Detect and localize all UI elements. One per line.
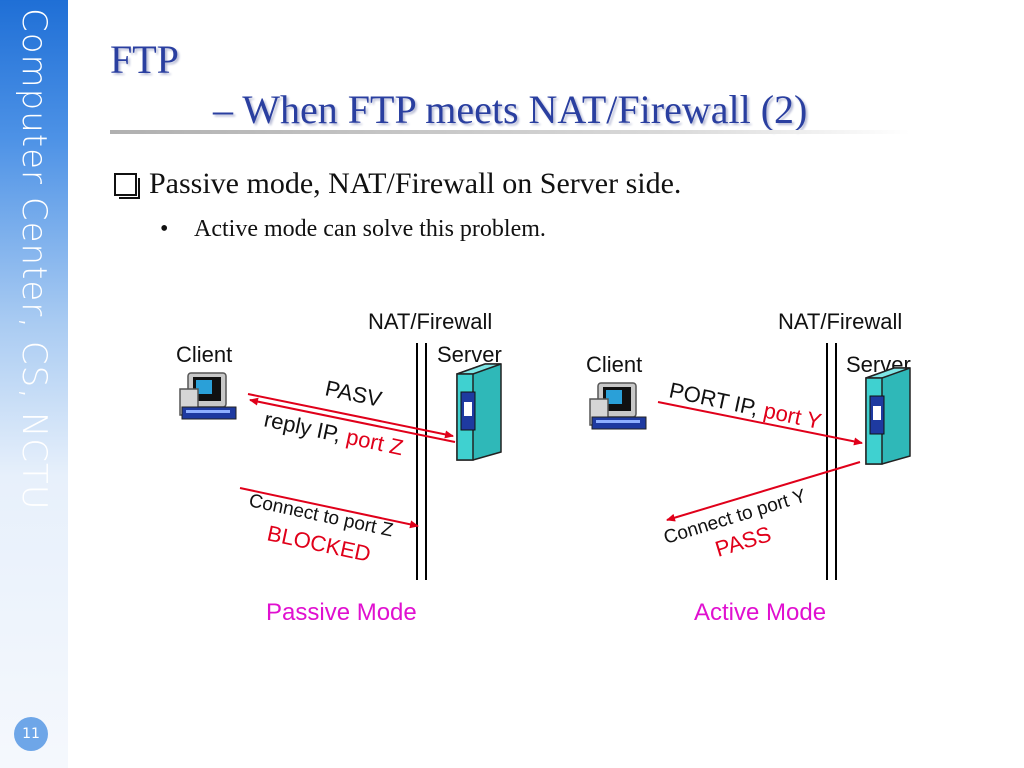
passive-firewall-label: NAT/Firewall <box>368 309 492 334</box>
active-client-label: Client <box>586 352 642 377</box>
active-server-icon <box>865 367 911 465</box>
page-number-badge: 11 <box>14 717 48 751</box>
passive-server-label: Server <box>437 342 502 367</box>
passive-client-computer-icon <box>179 372 237 420</box>
bullet-main: Passive mode, NAT/Firewall on Server sid… <box>114 167 681 201</box>
sidebar: Computer Center, CS, NCTU 11 <box>0 0 68 768</box>
bullet-sub-text: Active mode can solve this problem. <box>194 216 546 242</box>
active-client-computer-icon <box>589 382 647 430</box>
passive-mode-caption: Passive Mode <box>266 599 417 626</box>
active-diagram: NAT/Firewall Client Server PORT IP, port… <box>586 309 911 626</box>
passive-arrow-reply <box>249 397 456 443</box>
passive-arrow-pasv <box>247 393 454 439</box>
active-msg-port: PORT IP, port Y <box>667 377 824 434</box>
passive-client-label: Client <box>176 342 232 367</box>
sidebar-label: Computer Center, CS, NCTU <box>14 8 54 511</box>
passive-server-icon <box>456 363 502 461</box>
active-arrow-connect <box>666 461 861 522</box>
active-firewall-label: NAT/Firewall <box>778 309 902 334</box>
slide-title: FTP <box>110 37 179 82</box>
active-mode-caption: Active Mode <box>694 599 826 626</box>
active-msg-port-prefix: PORT IP, <box>667 377 767 422</box>
bullet-dot-icon: • <box>160 216 169 242</box>
bullet-sub: • Active mode can solve this problem. <box>160 216 546 243</box>
passive-msg-pasv: PASV <box>323 375 384 411</box>
title-divider <box>110 130 910 134</box>
passive-msg-reply: reply IP, port Z <box>262 406 406 460</box>
passive-arrow-connect <box>239 487 419 529</box>
bullet-main-text: Passive mode, NAT/Firewall on Server sid… <box>149 167 682 200</box>
passive-diagram: NAT/Firewall Client Server PASV reply IP… <box>176 309 502 626</box>
active-arrow-port <box>657 401 863 446</box>
slide-subtitle: – When FTP meets NAT/Firewall (2) <box>213 87 808 132</box>
